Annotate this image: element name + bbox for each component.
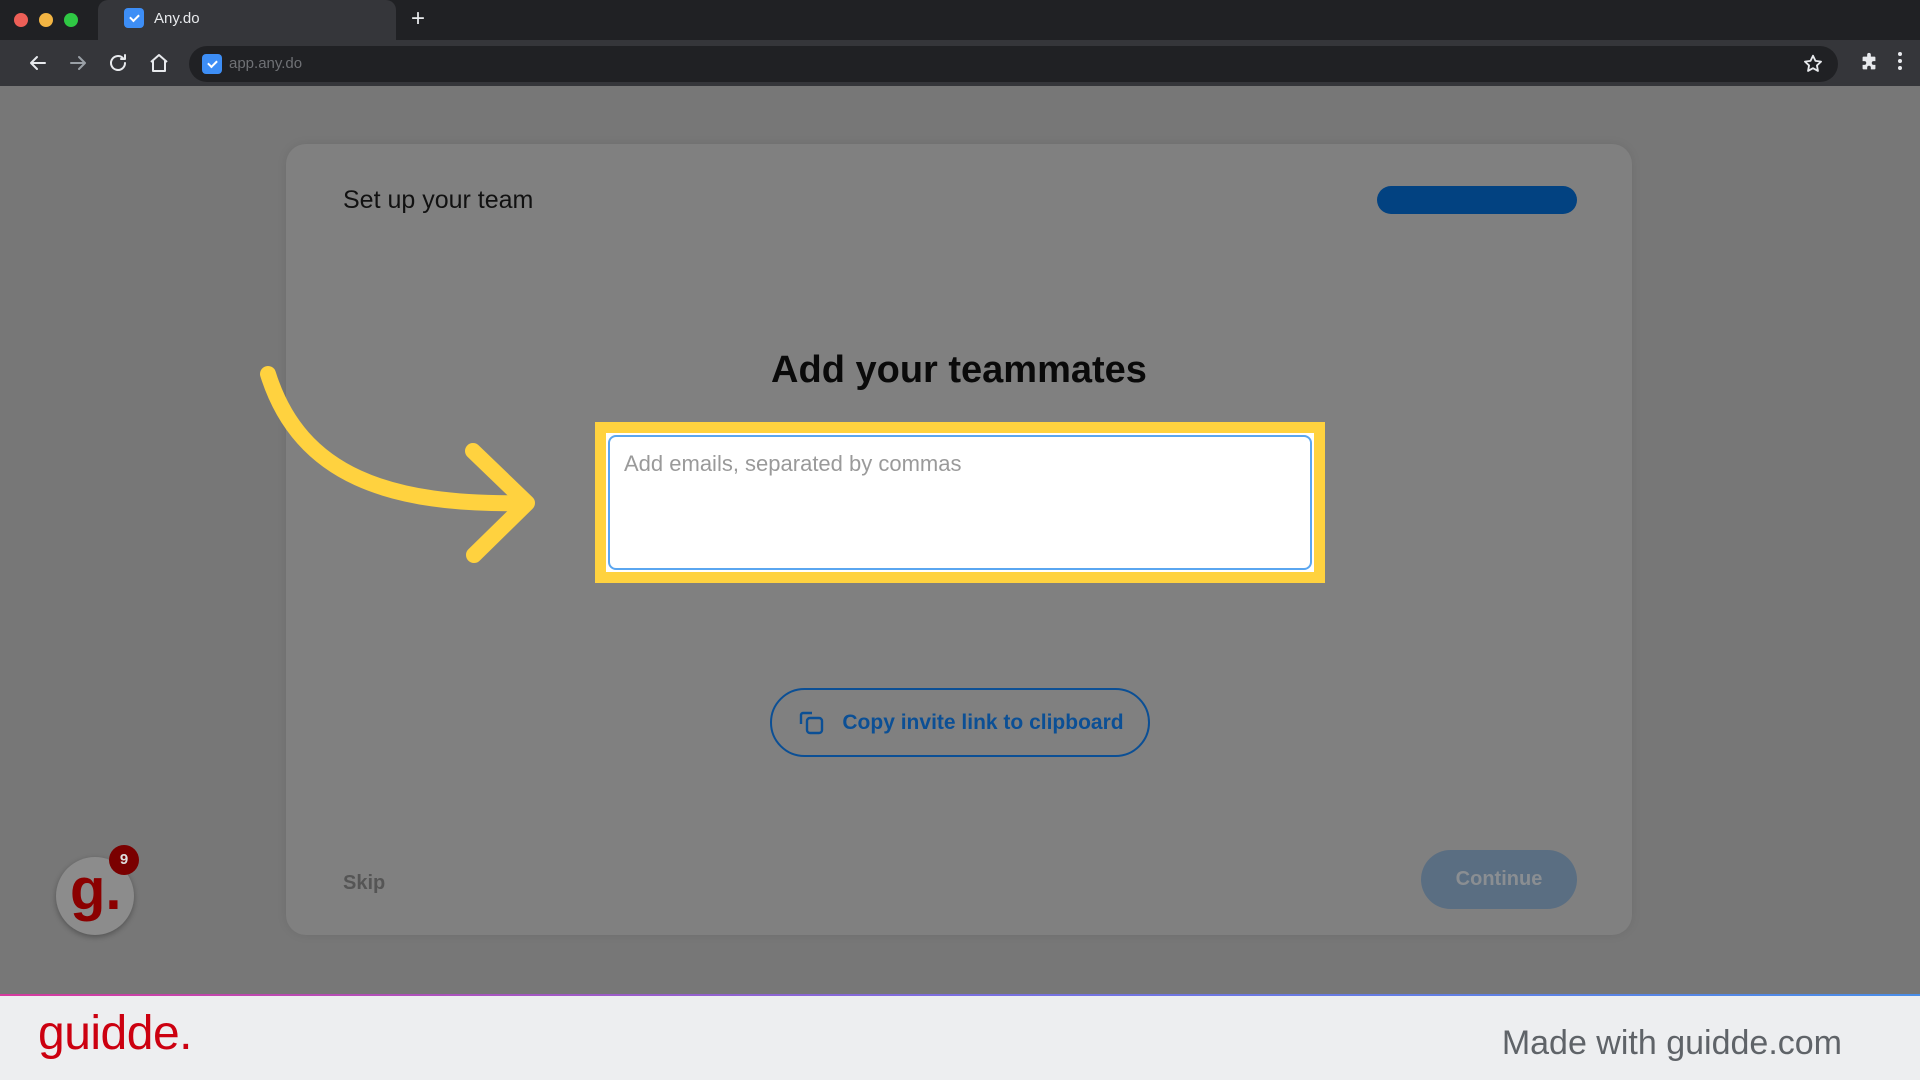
browser-tab[interactable]: Any.do <box>98 0 396 40</box>
reload-button[interactable] <box>106 51 130 75</box>
home-button[interactable] <box>147 51 171 75</box>
annotation-arrow-icon <box>260 366 535 563</box>
site-favicon-icon <box>202 54 222 74</box>
url-text: app.any.do <box>229 55 303 72</box>
browser-toolbar: app.any.do <box>0 40 1920 86</box>
progress-bar <box>1377 186 1577 214</box>
back-icon <box>30 56 46 70</box>
copy-invite-link-button[interactable]: Copy invite link to clipboard <box>770 688 1150 757</box>
setup-team-card: Set up your team Add your teammates Copy… <box>286 144 1632 935</box>
extensions-button[interactable] <box>1858 52 1880 74</box>
guidde-widget-button[interactable]: g. 9 <box>56 845 139 935</box>
forward-button[interactable] <box>66 51 90 75</box>
forward-icon <box>70 56 86 70</box>
browser-menu-button[interactable] <box>1896 52 1904 74</box>
guidde-brand-logo: guidde. <box>38 1007 192 1060</box>
menu-dot-icon <box>1898 66 1902 70</box>
anydo-favicon-icon <box>124 8 144 28</box>
continue-button[interactable]: Continue <box>1421 850 1577 909</box>
menu-dot-icon <box>1898 52 1902 56</box>
highlight-box <box>595 422 1325 583</box>
maximize-window-button[interactable] <box>64 13 78 27</box>
extensions-icon <box>1862 52 1876 70</box>
made-with-text: Made with guidde.com <box>1501 1024 1842 1062</box>
back-button[interactable] <box>26 51 50 75</box>
reload-icon <box>110 54 126 71</box>
copy-invite-link-label: Copy invite link to clipboard <box>842 710 1124 734</box>
bookmark-star-button[interactable] <box>1802 53 1824 75</box>
close-window-button[interactable] <box>14 13 28 27</box>
card-title: Set up your team <box>343 186 534 214</box>
skip-button[interactable]: Skip <box>343 872 386 894</box>
guidde-footer: guidde. Made with guidde.com <box>0 994 1920 1080</box>
copy-icon <box>800 711 824 734</box>
browser-tab-bar: Any.do + <box>0 0 1920 40</box>
minimize-window-button[interactable] <box>39 13 53 27</box>
menu-dot-icon <box>1898 59 1902 63</box>
emails-input[interactable] <box>608 435 1312 570</box>
home-icon <box>150 54 168 72</box>
page-content: Set up your team Add your teammates Copy… <box>0 86 1920 994</box>
tab-title: Any.do <box>154 10 200 27</box>
star-icon <box>1804 54 1822 72</box>
notification-badge: 9 <box>109 845 139 875</box>
page-heading: Add your teammates <box>771 349 1147 391</box>
new-tab-button[interactable]: + <box>410 5 425 32</box>
address-bar[interactable]: app.any.do <box>189 46 1838 82</box>
